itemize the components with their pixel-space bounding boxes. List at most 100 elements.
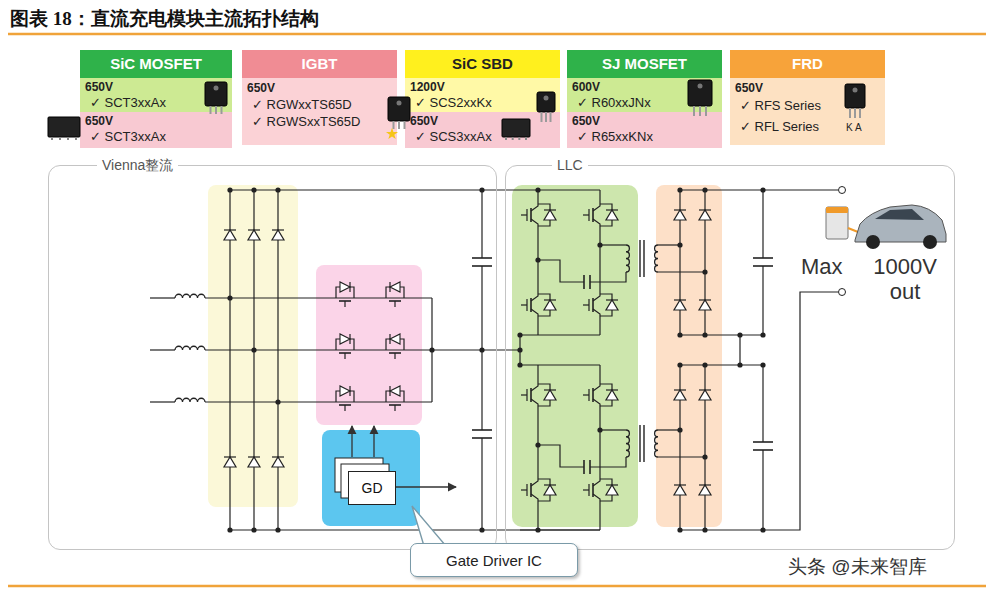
shape [582, 381, 619, 409]
wire [224, 456, 236, 457]
wire [538, 445, 584, 467]
car-wheel [866, 235, 880, 249]
package-hole [214, 86, 219, 91]
wire [349, 386, 350, 396]
wire [544, 209, 556, 210]
junction-dot [479, 527, 484, 532]
node-text: ✓ SCT3xxAx [90, 129, 166, 144]
shape [582, 201, 619, 229]
output-terminal [839, 187, 846, 194]
wire [590, 457, 626, 467]
wire [512, 137, 514, 140]
wire [349, 334, 350, 344]
junction-dot [251, 187, 256, 192]
node-text: ✓ R65xxKNx [577, 129, 653, 144]
junction-dot [760, 362, 765, 367]
node-text: SiC SBD [405, 54, 560, 74]
node-text: FRD [730, 54, 885, 74]
wire [530, 388, 532, 402]
shape [520, 201, 557, 229]
node-text: ✓ RGWSxxTS65D [252, 114, 360, 129]
wire [606, 209, 618, 210]
wire [545, 112, 547, 122]
wire [592, 483, 594, 497]
wire [593, 494, 600, 504]
transformer-winding [626, 245, 629, 272]
node-text: 650V [85, 114, 113, 128]
wire [394, 353, 395, 359]
wire [680, 189, 763, 190]
junction-dot [251, 347, 256, 352]
wire [531, 309, 538, 319]
signal-arrow [373, 426, 374, 457]
node-text: 650V [735, 81, 763, 95]
wire [544, 299, 556, 300]
junction-dot [517, 332, 522, 337]
junction-dot [677, 242, 682, 247]
wire [230, 189, 600, 190]
junction-dot [517, 362, 522, 367]
shape [322, 430, 420, 526]
wire [253, 190, 254, 530]
wire [674, 209, 686, 210]
wire [544, 389, 556, 390]
node-text: 1200V [410, 80, 445, 94]
wire [583, 275, 585, 289]
wire [699, 299, 711, 300]
diode-symbol [544, 210, 556, 220]
wire [398, 121, 400, 129]
wire [518, 137, 520, 140]
wire [693, 106, 695, 116]
shape [316, 265, 422, 425]
wire [51, 137, 53, 140]
wire [150, 349, 175, 350]
signal-arrow [351, 426, 352, 457]
shape [405, 78, 560, 112]
wire [229, 190, 230, 530]
wire [344, 405, 345, 411]
wire [531, 494, 538, 504]
watermark: 头条 @未来智库 [788, 556, 927, 578]
package-hole [853, 88, 858, 93]
diode-symbol [248, 457, 260, 467]
wire [349, 282, 350, 292]
junction-dot [517, 347, 522, 352]
junction-dot [535, 442, 540, 447]
wire [230, 529, 600, 530]
shape [405, 50, 560, 78]
diode-symbol [224, 457, 236, 467]
wire [205, 401, 432, 402]
junction-dot [737, 332, 742, 337]
diode-symbol [674, 300, 686, 310]
inductor-symbol [175, 398, 205, 402]
output-terminal [839, 289, 846, 296]
wire [525, 137, 527, 140]
node-text: ✓ SCS3xxAx [415, 129, 492, 144]
diode-symbol [390, 386, 400, 396]
gate-driver-box: GD [348, 471, 396, 505]
junction-dot [597, 427, 602, 432]
wire [762, 365, 763, 442]
signal-arrow [395, 486, 456, 487]
wire [674, 389, 686, 390]
node-text: IGBT [242, 54, 397, 74]
wire [75, 137, 77, 140]
wire [590, 272, 626, 282]
car-window [875, 209, 924, 220]
wire [680, 529, 763, 530]
node-text: 650V [247, 81, 275, 95]
shape [520, 291, 557, 319]
junction-dot [535, 257, 540, 262]
wire [505, 137, 507, 140]
wire [393, 121, 395, 129]
wire [639, 425, 640, 462]
wire [593, 381, 600, 391]
wire [643, 240, 644, 277]
wire [59, 137, 61, 140]
wire [593, 309, 600, 319]
node-text: Gate Driver IC [446, 552, 542, 569]
wire [600, 429, 626, 430]
node-text: LLC [552, 157, 588, 174]
diode-symbol [699, 300, 711, 310]
